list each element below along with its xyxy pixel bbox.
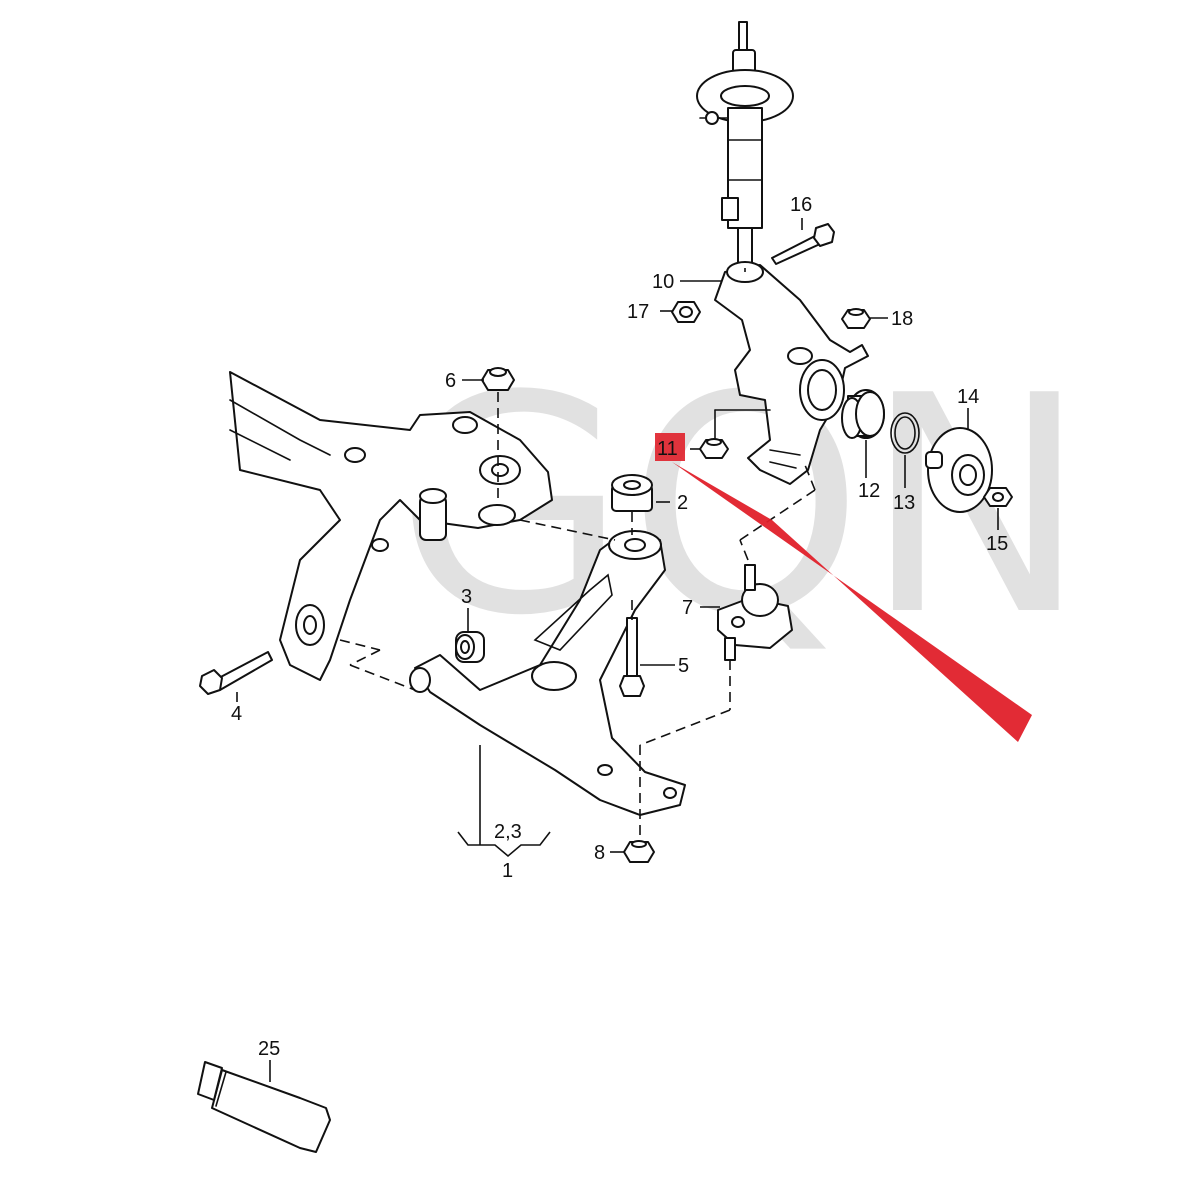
highlight-arrow xyxy=(655,433,1032,742)
part-13-circlip xyxy=(890,412,920,454)
subframe xyxy=(229,371,553,681)
label-25: 25 xyxy=(258,1038,280,1060)
label-15: 15 xyxy=(986,533,1008,555)
label-17: 17 xyxy=(627,301,649,323)
part-25-grease-tube xyxy=(197,1061,331,1153)
label-14: 14 xyxy=(957,386,979,408)
label-3: 3 xyxy=(461,586,472,608)
label-1: 1 xyxy=(502,860,513,882)
steering-knuckle xyxy=(714,261,869,485)
part-14-wheel-hub xyxy=(925,427,993,513)
control-arm xyxy=(409,530,686,816)
label-5: 5 xyxy=(678,655,689,677)
part-2-bushing xyxy=(611,474,653,512)
part-8-nut xyxy=(623,840,655,863)
part-18-nut xyxy=(841,308,871,329)
part-15-nut xyxy=(983,487,1013,507)
part-16-bolt xyxy=(771,223,835,265)
part-labels: 1 2,3 2 3 4 5 6 7 8 10 11 12 13 14 15 16… xyxy=(231,194,1008,1060)
label-2: 2 xyxy=(677,492,688,514)
strut-assembly xyxy=(696,21,794,269)
part-17-nut xyxy=(671,301,701,323)
label-2-3: 2,3 xyxy=(494,821,522,843)
part-12-bearing xyxy=(841,389,885,439)
part-11-nut xyxy=(699,438,729,459)
label-12: 12 xyxy=(858,480,880,502)
label-11-highlighted: 11 xyxy=(657,438,678,460)
label-10: 10 xyxy=(652,271,674,293)
assembly-lines xyxy=(339,268,816,840)
label-6: 6 xyxy=(445,370,456,392)
highlight-box xyxy=(655,433,685,461)
label-7: 7 xyxy=(682,597,693,619)
part-7-ball-joint xyxy=(717,564,793,661)
label-16: 16 xyxy=(790,194,812,216)
part-3-bushing xyxy=(455,631,485,663)
label-4: 4 xyxy=(231,703,242,725)
leader-lines xyxy=(236,218,999,1082)
part-6-nut xyxy=(481,367,515,391)
label-18: 18 xyxy=(891,308,913,330)
label-13: 13 xyxy=(893,492,915,514)
label-8: 8 xyxy=(594,842,605,864)
part-4-bolt xyxy=(199,651,273,695)
